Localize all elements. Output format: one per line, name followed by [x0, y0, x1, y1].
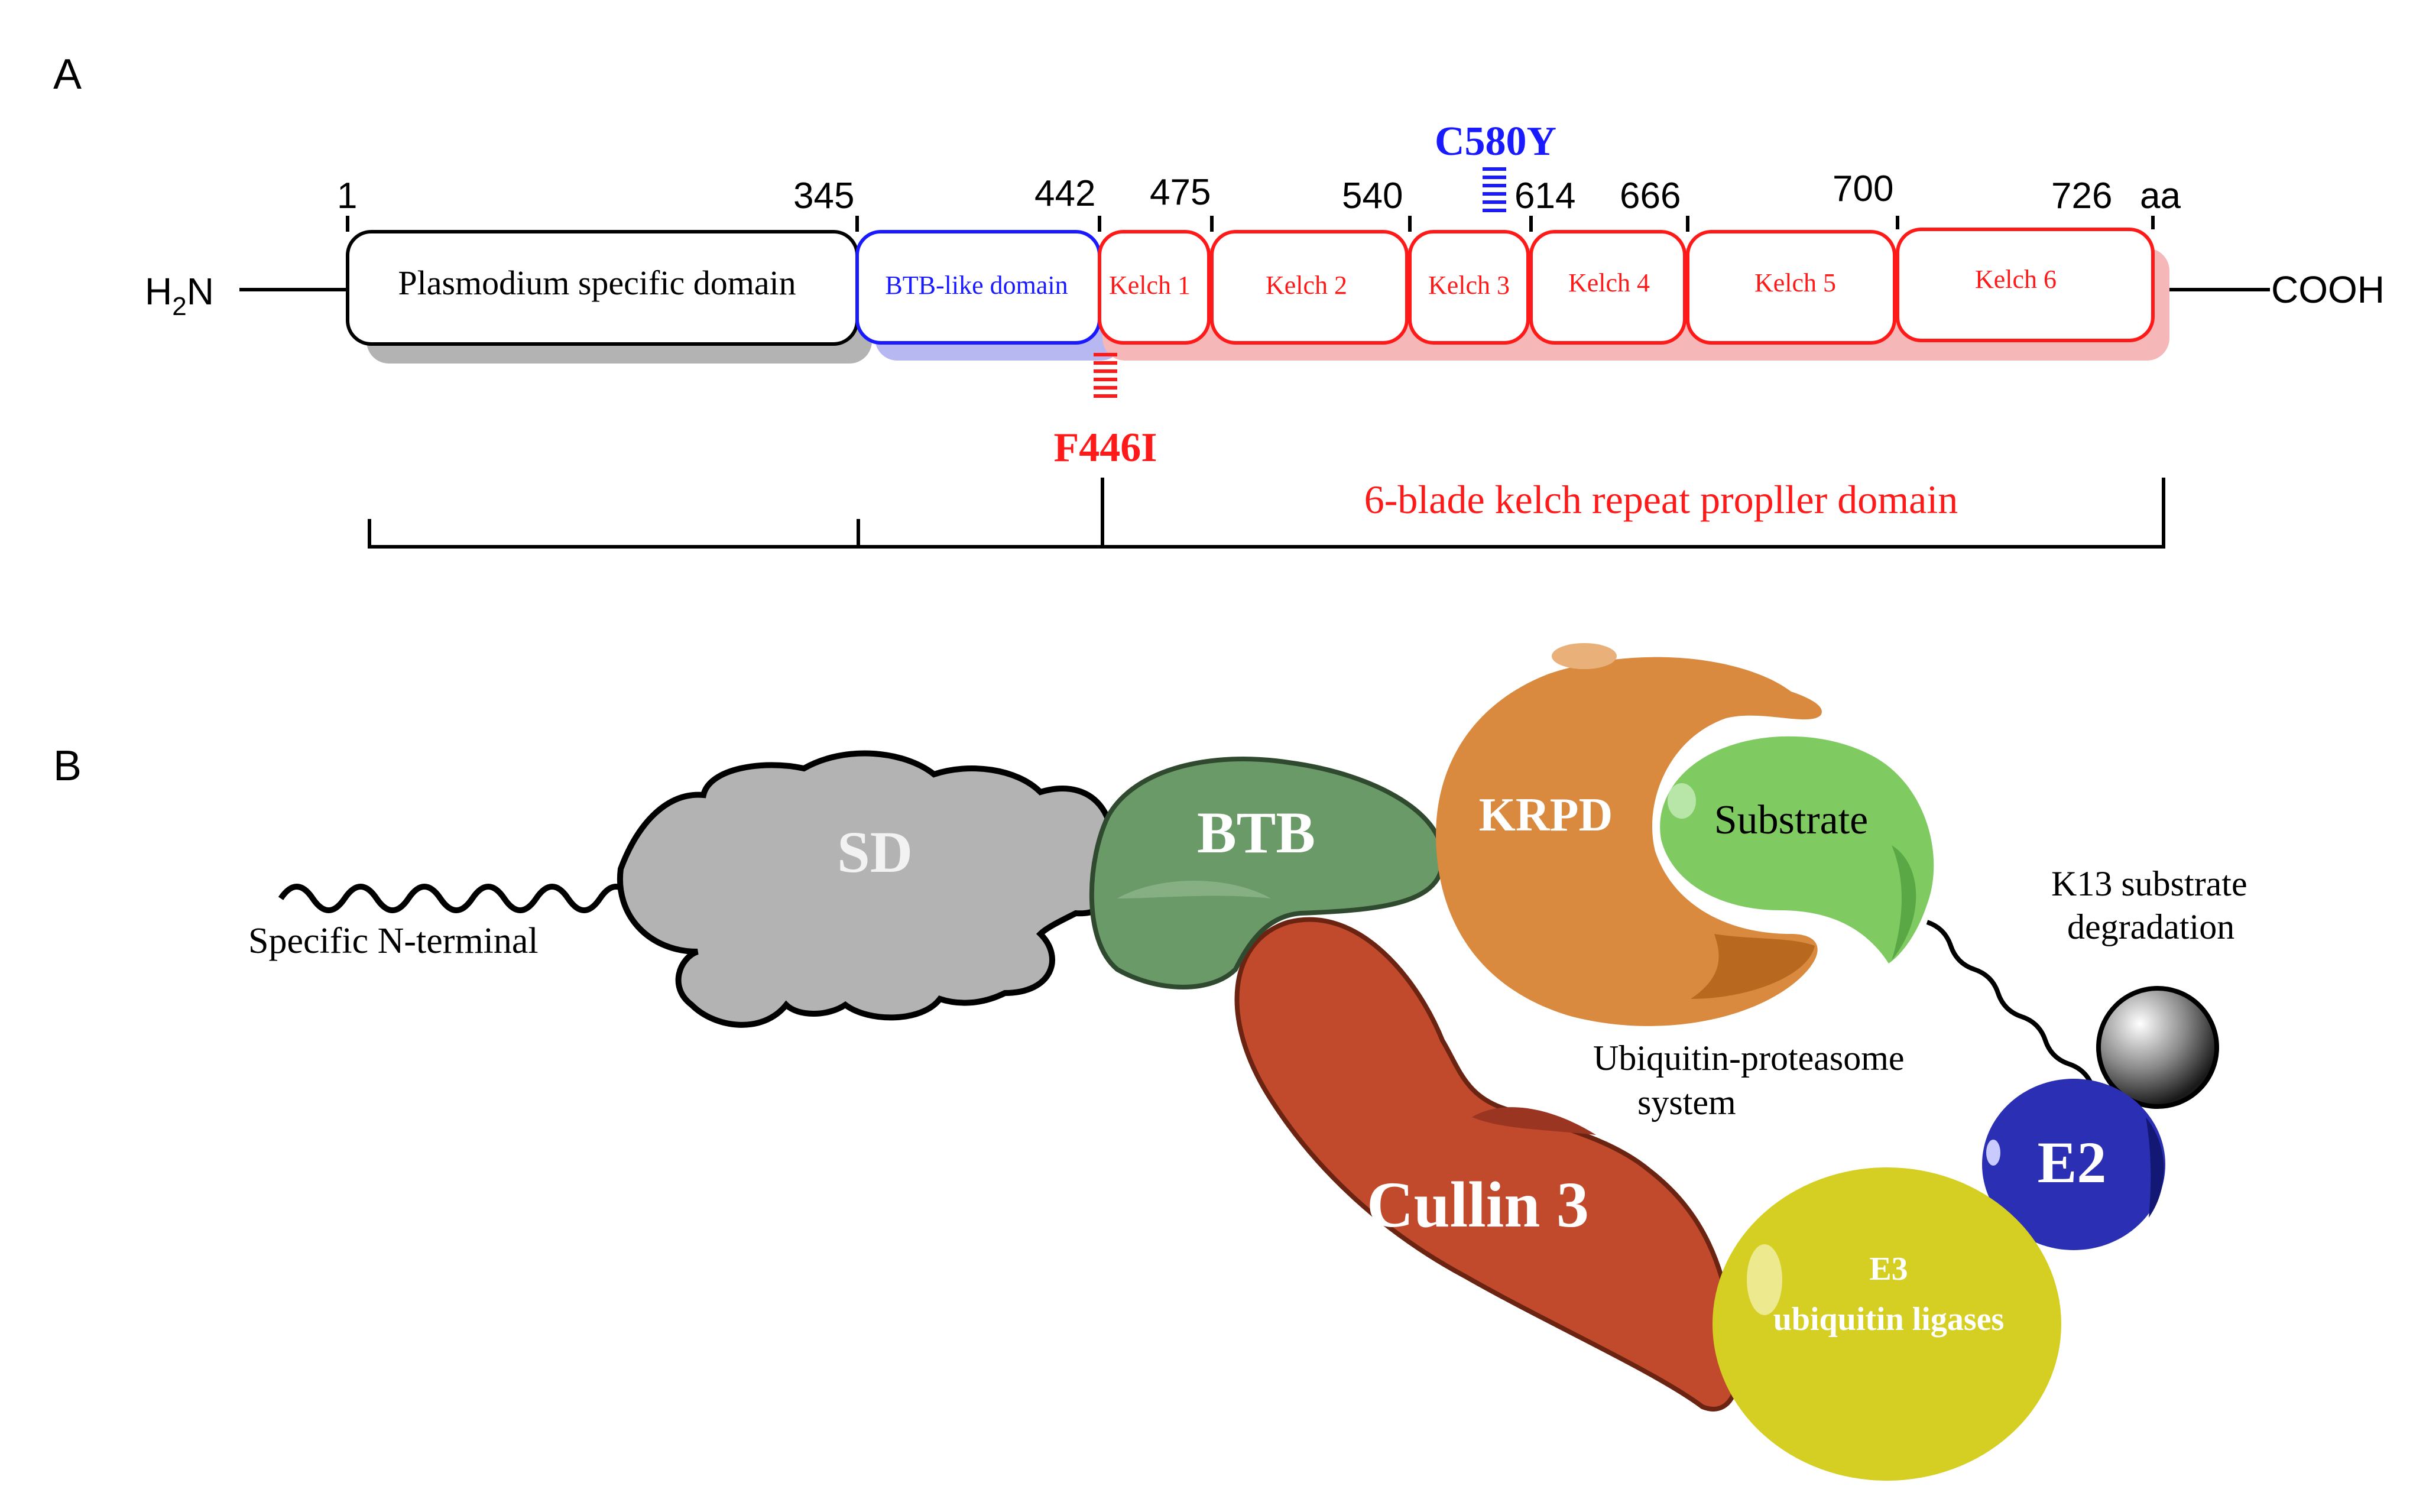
substrate-gloss [1668, 783, 1696, 819]
domain-label-kelch2: Kelch 2 [1266, 271, 1347, 300]
position-475: 475 [1150, 172, 1211, 213]
mutation-f446i-marker [1094, 353, 1117, 398]
position-442: 442 [1034, 173, 1095, 214]
e2-shape [1982, 1079, 2165, 1250]
n-terminus-label: H2N [145, 270, 214, 321]
domain-box-kelch6 [1896, 228, 2155, 342]
substrate-shade [1892, 845, 1916, 961]
domain-box-kelch5 [1686, 230, 1896, 345]
position-726: 726 [2051, 176, 2112, 216]
ups-label-line1: Ubiquitin-proteasome [1593, 1039, 1905, 1078]
n-terminal-squiggle [278, 884, 635, 913]
domain-label-kelch5: Kelch 5 [1754, 268, 1836, 297]
e3-shape [1713, 1167, 2061, 1481]
krpd-shade [1691, 934, 1815, 999]
cullin3-label: Cullin 3 [1367, 1169, 1589, 1241]
e2-label: E2 [2038, 1130, 2107, 1195]
sd-cloud [617, 750, 1120, 1028]
domain-box-kelch3 [1408, 230, 1530, 345]
substrate-shape [1660, 736, 1934, 963]
panel-a: A H2N COOH Plasmodium specific domain BT… [53, 51, 2385, 549]
c-terminus-label: COOH [2271, 268, 2385, 311]
mutation-c580y-label: C580Y [1435, 119, 1556, 164]
position-ticks [346, 216, 2155, 232]
position-614: 614 [1514, 176, 1575, 216]
domain-box-kelch2 [1210, 230, 1409, 345]
aa-unit: aa [2140, 176, 2181, 216]
domain-bracket [368, 478, 2165, 549]
domain-label-kelch6: Kelch 6 [1975, 265, 2057, 294]
substrate-label: Substrate [1714, 797, 1869, 843]
e2-gloss [1986, 1140, 2000, 1166]
e3-gloss [1747, 1244, 1782, 1315]
krpd-shape [1436, 657, 1822, 1026]
k13-label-line1: K13 substrate [2051, 864, 2247, 903]
panel-b-label: B [53, 742, 82, 790]
degradation-squiggle [1926, 920, 2117, 1114]
position-540: 540 [1342, 176, 1403, 216]
position-1: 1 [337, 176, 357, 216]
bracket-label: 6-blade kelch repeat propller domain [1364, 477, 1958, 522]
domain-label-kelch3: Kelch 3 [1428, 271, 1510, 300]
position-345: 345 [793, 176, 854, 216]
btb-shape [1089, 757, 1445, 989]
domain-label-kelch4: Kelch 4 [1568, 268, 1650, 297]
krpd-label: KRPD [1479, 789, 1613, 841]
cullin3-highlight [1472, 1107, 1596, 1135]
panel-b: B Specific N-terminal SD Cullin 3 BTB KR… [53, 643, 2247, 1481]
n-terminal-label: Specific N-terminal [248, 921, 539, 961]
position-700: 700 [1833, 168, 1893, 209]
btb-highlight [1117, 881, 1271, 898]
sd-label: SD [837, 819, 913, 885]
krpd-gloss [1552, 643, 1617, 669]
mutation-c580y-marker [1483, 167, 1506, 212]
mutation-f446i-label: F446I [1054, 425, 1157, 471]
domain-box-kelch4 [1529, 230, 1686, 345]
domain-label-btb: BTB-like domain [885, 271, 1068, 300]
ubiquitin-ball [2096, 986, 2219, 1109]
position-666: 666 [1620, 176, 1681, 216]
btb-label: BTB [1197, 800, 1315, 865]
e3-label-line2: ubiquitin ligases [1773, 1301, 2005, 1338]
panel-a-label: A [53, 51, 82, 98]
e3-label-line1: E3 [1869, 1251, 1908, 1287]
e2-shade [2146, 1117, 2164, 1218]
domain-label-kelch1: Kelch 1 [1109, 271, 1191, 300]
domain-box-kelch1 [1098, 230, 1211, 345]
k13-label-line2: degradation [2067, 907, 2234, 946]
ups-label-line2: system [1637, 1083, 1736, 1122]
domain-label-sd: Plasmodium specific domain [398, 264, 796, 302]
